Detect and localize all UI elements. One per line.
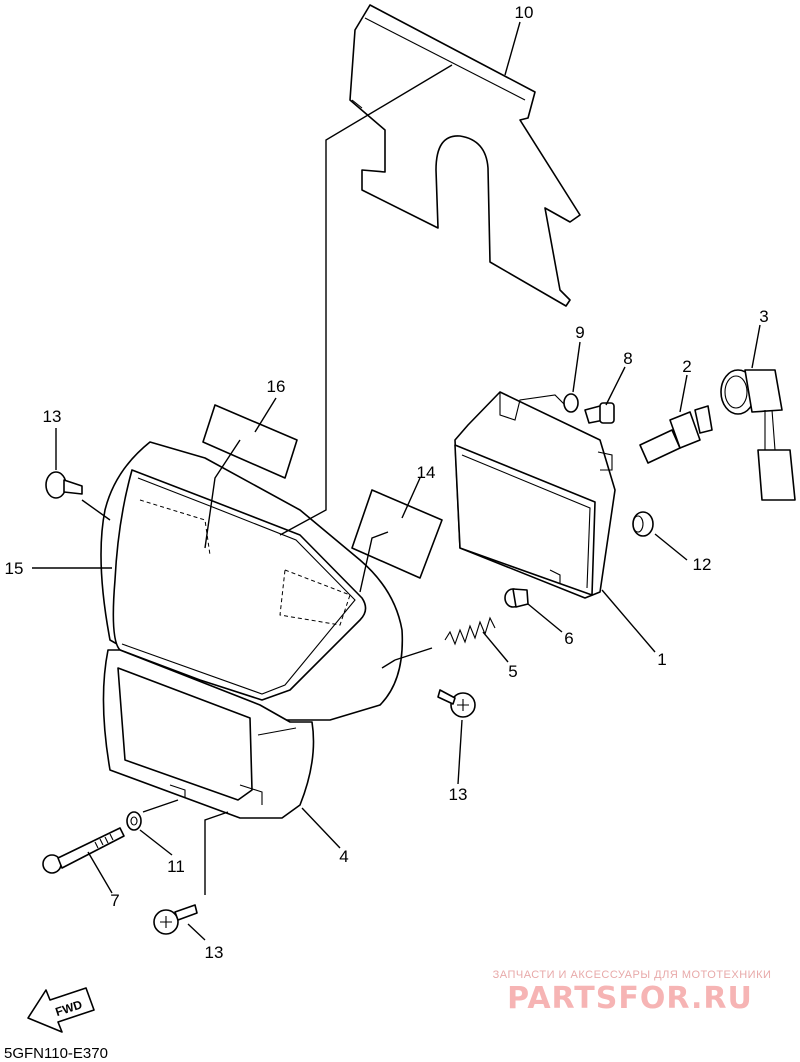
part-2-bulb: [639, 405, 713, 464]
leader-lines: [32, 21, 761, 941]
callout-5: 5: [508, 662, 517, 681]
callout-12: 12: [693, 555, 712, 574]
part-7-bolt: [42, 827, 125, 874]
part-13-screw-bottom: [153, 904, 198, 935]
callout-9: 9: [575, 323, 584, 342]
drawing-code: 5GFN110-E370: [4, 1045, 108, 1062]
part-12-grommet: [632, 511, 654, 537]
callout-labels: 10 16 13 15 14 9 8 3 2 12 6 1 5 13 4 11 …: [5, 3, 769, 962]
callout-11: 11: [167, 857, 185, 876]
watermark-tagline: ЗАПЧАСТИ И АКСЕССУАРЫ ДЛЯ МОТОТЕХНИКИ: [493, 969, 772, 981]
callout-13-right: 13: [449, 785, 468, 804]
part-11-washer: [126, 811, 142, 831]
callout-15: 15: [5, 559, 24, 578]
part-1-headlight-unit: [454, 391, 616, 599]
callout-13-bottom: 13: [205, 943, 224, 962]
part-6-clip: [504, 588, 529, 608]
part-10-shield-plate: [349, 4, 581, 307]
part-8-screw: [584, 402, 615, 424]
callout-4: 4: [339, 847, 348, 866]
callout-16: 16: [267, 377, 286, 396]
callout-2: 2: [682, 357, 691, 376]
part-3-socket: [720, 369, 796, 501]
watermark: ЗАПЧАСТИ И АКСЕССУАРЫ ДЛЯ МОТОТЕХНИКИ PA…: [493, 969, 772, 1016]
callout-3: 3: [759, 307, 768, 326]
callout-14: 14: [417, 463, 436, 482]
part-13-screw-right: [437, 689, 476, 718]
part-14-decal: [351, 489, 443, 579]
callout-1: 1: [657, 650, 666, 669]
watermark-brand: PARTSFOR.RU: [507, 981, 753, 1016]
part-4-lower-frame: [102, 649, 315, 819]
callout-10: 10: [515, 3, 534, 22]
callout-6: 6: [564, 629, 573, 648]
part-13-screw-top: [45, 471, 83, 499]
part-15-headlight-cover: [100, 441, 404, 721]
part-5-spring: [444, 616, 496, 646]
part-16-decal: [202, 404, 298, 479]
callout-7: 7: [110, 891, 119, 910]
fwd-arrow-icon: FWD: [27, 987, 95, 1033]
callout-8: 8: [623, 349, 632, 368]
callout-13-top: 13: [43, 407, 62, 426]
part-9-collar: [563, 393, 579, 413]
